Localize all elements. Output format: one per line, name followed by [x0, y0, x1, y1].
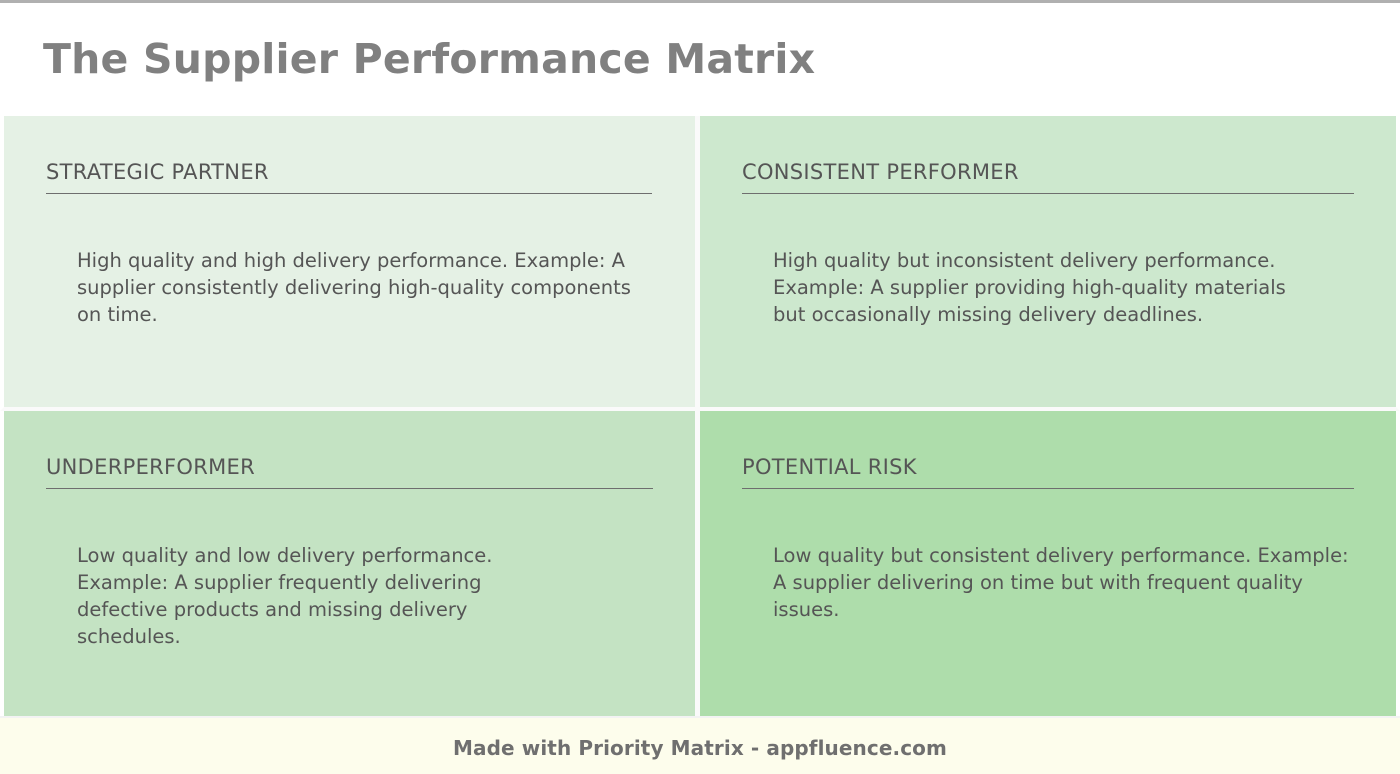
quadrant-title-consistent-performer: CONSISTENT PERFORMER	[742, 160, 1354, 194]
footer-attribution[interactable]: Made with Priority Matrix - appfluence.c…	[453, 735, 947, 760]
page-title: The Supplier Performance Matrix	[43, 34, 816, 83]
quadrant-title-underperformer: UNDERPERFORMER	[46, 455, 653, 489]
quadrant-body-strategic-partner: High quality and high delivery performan…	[77, 249, 631, 326]
quadrant-body-potential-risk: Low quality but consistent delivery perf…	[773, 544, 1349, 621]
page-footer: Made with Priority Matrix - appfluence.c…	[0, 716, 1400, 774]
matrix-grid: STRATEGIC PARTNER High quality and high …	[0, 116, 1400, 716]
quadrant-potential-risk[interactable]: POTENTIAL RISK Low quality but consisten…	[700, 411, 1400, 716]
quadrant-strategic-partner[interactable]: STRATEGIC PARTNER High quality and high …	[0, 116, 700, 411]
page-header: The Supplier Performance Matrix	[0, 3, 1400, 116]
quadrant-body-underperformer: Low quality and low delivery performance…	[77, 544, 493, 648]
quadrant-underperformer[interactable]: UNDERPERFORMER Low quality and low deliv…	[0, 411, 700, 716]
quadrant-consistent-performer[interactable]: CONSISTENT PERFORMER High quality but in…	[700, 116, 1400, 411]
quadrant-body-consistent-performer: High quality but inconsistent delivery p…	[773, 249, 1286, 326]
quadrant-title-strategic-partner: STRATEGIC PARTNER	[46, 160, 652, 194]
quadrant-title-potential-risk: POTENTIAL RISK	[742, 455, 1354, 489]
